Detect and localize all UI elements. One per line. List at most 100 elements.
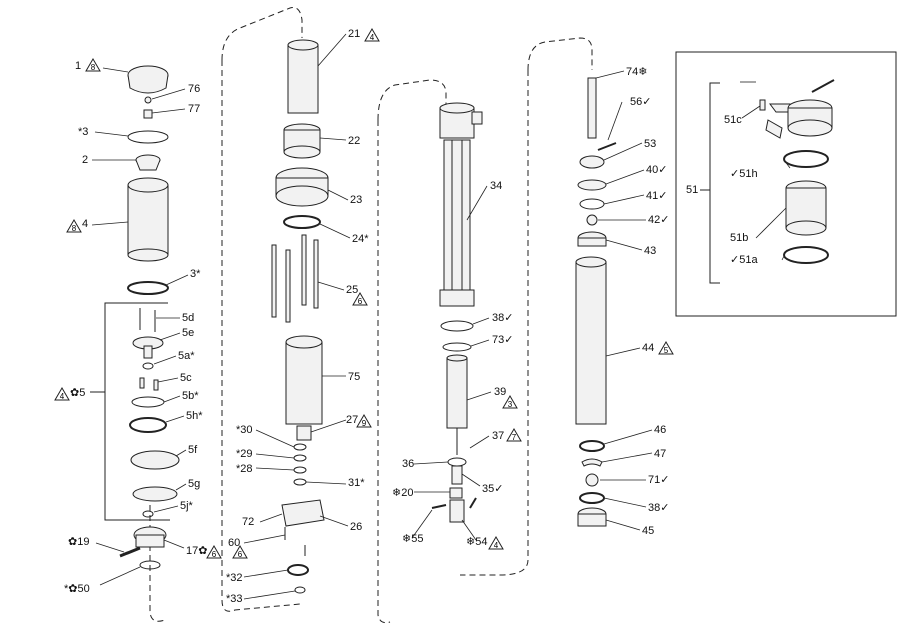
label-35: 35✓ <box>482 483 504 495</box>
label-71: 71✓ <box>648 474 670 486</box>
label-72: 72 <box>242 516 255 528</box>
label-46: 46 <box>654 424 667 436</box>
part-46 <box>579 440 605 452</box>
label-5c: 5c <box>180 372 192 384</box>
svg-text:9: 9 <box>362 419 367 428</box>
part-5j <box>142 510 154 518</box>
label-51b: 51b <box>730 232 749 244</box>
label-27: 27 <box>346 414 359 426</box>
part-oring-3b <box>127 281 169 295</box>
label-75: 75 <box>348 371 361 383</box>
label-5j: 5j* <box>180 500 193 512</box>
part-5b <box>131 396 165 408</box>
svg-text:6: 6 <box>238 550 243 559</box>
label-73: 73✓ <box>492 334 514 346</box>
label-2: 2 <box>82 154 89 166</box>
label-17: 17✿ <box>186 545 208 557</box>
part-41 <box>579 198 605 210</box>
part-5g <box>132 486 178 502</box>
part-screw-51 <box>811 79 835 93</box>
label-55: ❄55 <box>402 533 424 545</box>
part-pin-56 <box>597 142 617 151</box>
label-3-top: *3 <box>78 126 89 138</box>
label-4: 4 <box>82 218 89 230</box>
label-38b: 38✓ <box>648 502 670 514</box>
part-20 <box>449 487 463 499</box>
part-5c <box>139 377 145 389</box>
part-cylinder-44 <box>575 261 607 425</box>
label-53: 53 <box>644 138 657 150</box>
part-29 <box>293 454 307 462</box>
label-31: 31* <box>348 477 365 489</box>
label-39: 39 <box>494 386 507 398</box>
label-5d: 5d <box>182 312 195 324</box>
label-44: 44 <box>642 342 655 354</box>
label-45: 45 <box>642 525 655 537</box>
label-54: ❄54 <box>466 536 488 548</box>
label-34: 34 <box>490 180 503 192</box>
part-19 <box>119 546 141 558</box>
part-rod-39 <box>446 357 468 429</box>
part-oring-24 <box>283 215 321 229</box>
svg-text:7: 7 <box>512 433 517 442</box>
label-5g: 5g <box>188 478 201 490</box>
part-50 <box>139 560 161 570</box>
label-28: *28 <box>236 463 253 475</box>
label-25: 25 <box>346 284 359 296</box>
part-5f <box>130 450 180 470</box>
part-27 <box>296 425 312 441</box>
label-40: 40✓ <box>646 164 668 176</box>
part-oring-3 <box>127 130 169 144</box>
part-36 <box>447 457 467 467</box>
part-oring-51a <box>783 246 829 264</box>
svg-text:8: 8 <box>91 63 96 72</box>
part-33 <box>294 586 306 594</box>
part-oring-5h <box>129 417 167 433</box>
label-5e: 5e <box>182 327 195 339</box>
detail-box-51 <box>675 51 897 317</box>
svg-text:4: 4 <box>370 33 375 42</box>
part-sleeve-75 <box>285 341 323 425</box>
part-77 <box>143 109 153 119</box>
label-5h: 5h* <box>186 410 203 422</box>
label-30: *30 <box>236 424 253 436</box>
label-42: 42✓ <box>648 214 670 226</box>
label-77: 77 <box>188 103 201 115</box>
label-51a: ✓51a <box>730 254 758 266</box>
part-76 <box>144 96 152 104</box>
label-3-bottom: 3* <box>190 268 201 280</box>
label-19: ✿19 <box>68 536 90 548</box>
label-32: *32 <box>226 572 243 584</box>
part-rod-25a <box>271 244 277 318</box>
label-20: ❄20 <box>392 487 414 499</box>
part-51c-pin <box>759 99 766 111</box>
label-5f: 5f <box>188 444 198 456</box>
part-oring-38b <box>579 492 605 504</box>
svg-text:8: 8 <box>72 224 77 233</box>
label-22: 22 <box>348 135 361 147</box>
assembly-outline-left <box>149 505 166 622</box>
label-76: 76 <box>188 83 201 95</box>
part-oring-32 <box>287 564 309 576</box>
label-41: 41✓ <box>646 190 668 202</box>
label-37: 37 <box>492 430 505 442</box>
label-5b: 5b* <box>182 390 199 402</box>
label-50: *✿50 <box>64 583 90 595</box>
label-5: ✿5 <box>70 387 86 399</box>
part-5a <box>142 362 154 370</box>
part-31 <box>293 478 307 486</box>
label-36: 36 <box>402 458 415 470</box>
assembly-outline-middle <box>221 7 303 612</box>
label-24: 24* <box>352 233 369 245</box>
part-30 <box>293 443 307 451</box>
part-ball-71 <box>585 473 599 487</box>
part-54 <box>449 499 465 523</box>
svg-text:6: 6 <box>358 297 363 306</box>
bracket-51 <box>700 82 720 284</box>
part-cylinder-4 <box>127 184 169 256</box>
label-51: 51 <box>686 184 699 196</box>
part-47 <box>581 458 603 467</box>
bracket-5 <box>90 302 170 521</box>
label-56: 56✓ <box>630 96 652 108</box>
label-29: *29 <box>236 448 253 460</box>
